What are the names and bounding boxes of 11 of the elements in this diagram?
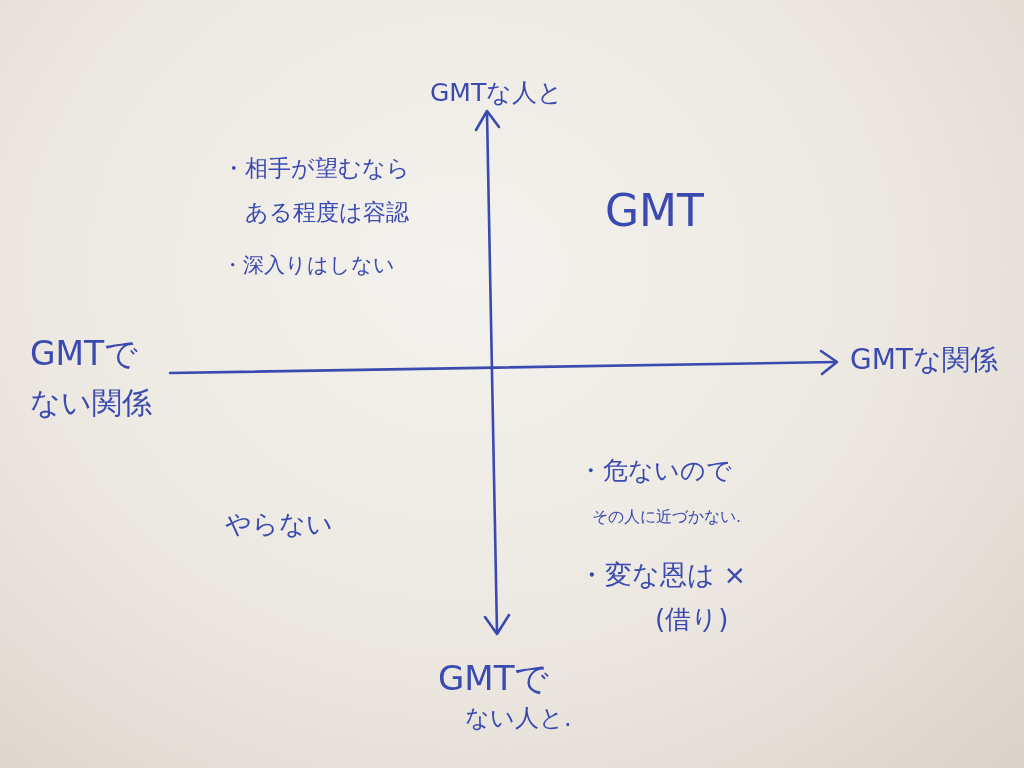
axis-label: GMTでない人と. (438, 658, 573, 734)
note-text: ・危ないのでその人に近づかない. (578, 455, 743, 528)
note-text: ・相手が望むならある程度は容認 (222, 154, 411, 227)
axis-label: GMTでない関係 (30, 333, 153, 422)
axis-label: GMTな関係 (850, 342, 998, 378)
note-text: ・深入りはしない (222, 252, 395, 279)
axis-label: GMTな人と (430, 78, 564, 108)
quadrant-label: GMT (605, 184, 704, 238)
note-text: (借り) (655, 603, 729, 636)
note-text: ・変な恩は × (578, 558, 747, 592)
quadrant-label: やらない (225, 508, 333, 541)
